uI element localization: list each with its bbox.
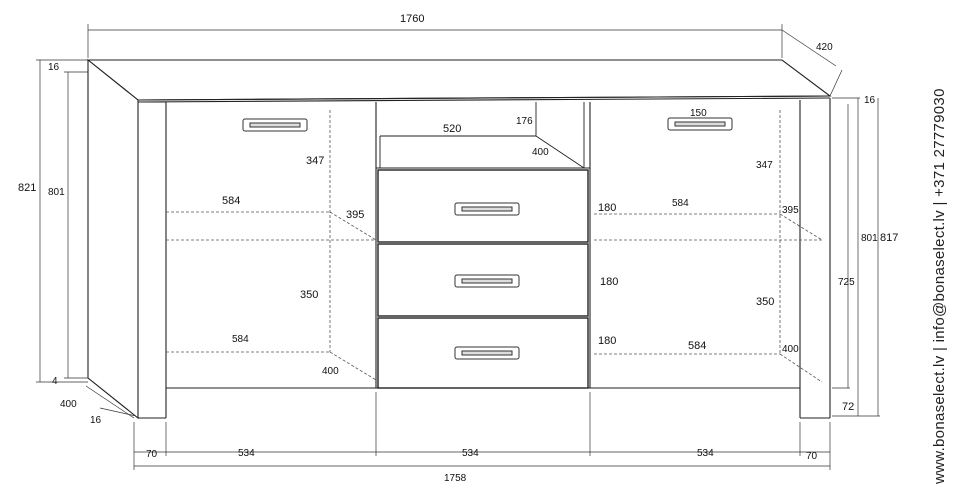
contact-strip: www.bonaselect.lv | info@bonaselect.lv |… — [931, 88, 948, 485]
top-slab — [86, 59, 832, 101]
dim-bottom-total: 1758 — [444, 473, 467, 484]
handle-left-door — [242, 118, 308, 132]
right-compartment-interior — [594, 110, 823, 383]
dim-niche-width: 520 — [443, 123, 461, 135]
dim-drawer-2: 180 — [600, 276, 618, 288]
dim-left-thickness: 16 — [90, 415, 102, 426]
dim-right-upper-height: 347 — [756, 160, 773, 171]
dim-right-plinth: 72 — [842, 401, 854, 413]
dim-left-shelf-depth: 395 — [346, 209, 364, 221]
dim-left-bottom-depth: 400 — [322, 366, 339, 377]
dim-left-depth: 400 — [60, 399, 77, 410]
dim-handle-width: 150 — [690, 108, 707, 119]
handle-right-door — [667, 117, 733, 131]
dim-bottom-section-1: 534 — [238, 448, 255, 459]
left-side-panel — [87, 58, 139, 420]
dim-bottom-section-3: 534 — [697, 448, 714, 459]
cabinet-body — [86, 58, 832, 420]
dim-left-total-height: 821 — [18, 182, 36, 194]
dim-left-plinth: 4 — [52, 376, 58, 387]
dim-left-shelf-width: 584 — [222, 195, 240, 207]
handle-drawer-3 — [454, 346, 520, 360]
dim-right-shelf-depth: 395 — [782, 205, 799, 216]
dim-drawer-3: 180 — [598, 335, 616, 347]
dim-left-side-height: 801 — [48, 187, 65, 198]
dim-left-bottom-width: 584 — [232, 334, 249, 345]
dim-bottom-left-offset: 70 — [146, 449, 158, 460]
dim-niche-height: 176 — [516, 116, 533, 127]
dim-top-width: 1760 — [400, 13, 424, 25]
dim-drawer-1: 180 — [598, 202, 616, 214]
left-compartment-interior — [166, 110, 377, 381]
center-niche-interior — [379, 102, 585, 169]
handle-drawer-1 — [454, 202, 520, 216]
dim-left-lower-height: 350 — [300, 289, 318, 301]
dim-right-shelf-width: 584 — [672, 198, 689, 209]
dim-niche-depth: 400 — [532, 147, 549, 158]
dim-right-bottom-depth: 400 — [782, 344, 799, 355]
dim-left-top-thickness: 16 — [48, 62, 60, 73]
dim-left-upper-height: 347 — [306, 155, 324, 167]
dim-bottom-section-2: 534 — [462, 448, 479, 459]
handle-drawer-2 — [454, 274, 520, 288]
dim-bottom-right-offset: 70 — [806, 451, 818, 462]
dim-right-side-height: 801 — [861, 233, 878, 244]
handles — [242, 117, 733, 360]
dimension-labels: 1760 420 16 821 801 4 400 16 347 584 395… — [18, 13, 898, 484]
dim-right-total-height: 817 — [880, 232, 898, 244]
dim-top-depth: 420 — [816, 42, 833, 53]
dim-right-bottom-width: 584 — [688, 340, 706, 352]
dimension-lines — [36, 24, 880, 470]
dim-right-lower-height: 350 — [756, 296, 774, 308]
dim-right-inner-height: 725 — [838, 277, 855, 288]
dim-right-top-thickness: 16 — [864, 95, 876, 106]
